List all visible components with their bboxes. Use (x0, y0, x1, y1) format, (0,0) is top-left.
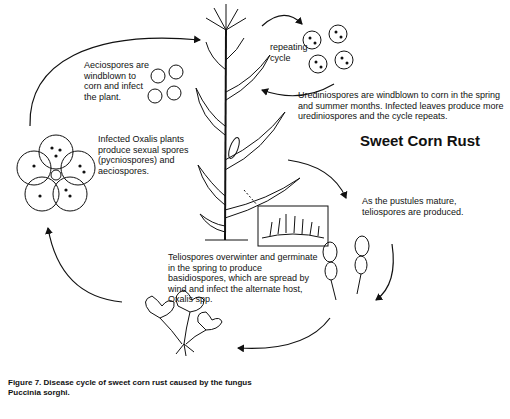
petal (39, 135, 73, 169)
stage-note: Teliospores overwinter and germinate in … (168, 252, 320, 305)
corn-leaf (206, 38, 244, 70)
spore-dot (341, 57, 344, 60)
corn-stalk (225, 30, 226, 240)
stage-note: Infected Oxalis plants produce sexual sp… (98, 134, 194, 176)
pustule-sketch (262, 214, 324, 238)
lesion (58, 148, 61, 151)
cycle-arrow (376, 244, 393, 300)
spore-cell (355, 236, 369, 256)
lesion (32, 164, 35, 167)
spore (335, 51, 353, 69)
petal (53, 177, 87, 211)
spore-dots (309, 31, 349, 69)
petal (17, 151, 51, 185)
urediniospores (303, 25, 353, 73)
clover-root (176, 344, 194, 356)
spore (148, 89, 162, 103)
corn-leaf (198, 165, 225, 205)
spore-dot (309, 37, 312, 40)
cycle-arrows (30, 15, 393, 348)
spore-cell (355, 256, 367, 274)
spore-dot (335, 31, 338, 34)
spore-stalk (331, 280, 336, 300)
corn-tassel (206, 4, 246, 30)
cycle-arrow (30, 38, 200, 126)
petal (61, 151, 95, 185)
cycle-arrow (48, 228, 122, 302)
aeciospores (148, 65, 183, 103)
diagram-title: Sweet Corn Rust (360, 132, 505, 149)
figure-caption: Figure 7. Disease cycle of sweet corn ru… (8, 378, 258, 398)
spore-dot (340, 36, 343, 39)
spore-cell (325, 262, 337, 280)
lesion (64, 188, 67, 191)
oxalis-flower (17, 135, 95, 211)
clover-stem (160, 312, 206, 344)
corn-leaf (200, 214, 225, 232)
corn-plant (196, 4, 328, 246)
cycle-arrow (238, 318, 330, 348)
lesion (50, 146, 53, 149)
stage-note: Aeciospores are windblown to corn and in… (84, 60, 150, 102)
stage-note: Urediniospores are windblown to corn in … (298, 90, 508, 122)
lesion-spots (32, 146, 85, 197)
stage-note: As the pustules mature, teliospores are … (362, 196, 502, 217)
spore (169, 65, 183, 79)
cycle-arrow (288, 160, 346, 198)
teliospores (323, 236, 369, 300)
lesion (38, 194, 41, 197)
spore-dot (314, 42, 317, 45)
spore (309, 55, 327, 73)
spore-dot (346, 62, 349, 65)
ground-line (205, 240, 248, 241)
repeat-arrow (262, 15, 302, 26)
spore-dot (315, 61, 318, 64)
petal (25, 177, 59, 211)
inset-leader (244, 190, 258, 206)
corn-ear (226, 136, 241, 159)
spore (151, 69, 165, 83)
spore (329, 25, 347, 43)
clover-leaf (198, 312, 222, 330)
lesion (54, 154, 57, 157)
spore-dot (320, 66, 323, 69)
spore-stalk (357, 274, 361, 294)
lesion (82, 170, 85, 173)
pustule-inset (258, 206, 328, 246)
lesion (68, 194, 71, 197)
corn-leaf (225, 112, 285, 170)
cycle-note: repeating cycle (270, 42, 308, 63)
spore-cell (323, 242, 337, 262)
corn-leaf (196, 88, 225, 135)
corn-leaf (225, 178, 300, 218)
flower-center (51, 170, 61, 180)
lesion (78, 164, 81, 167)
corn-leaf (226, 55, 270, 100)
spore (167, 86, 181, 100)
